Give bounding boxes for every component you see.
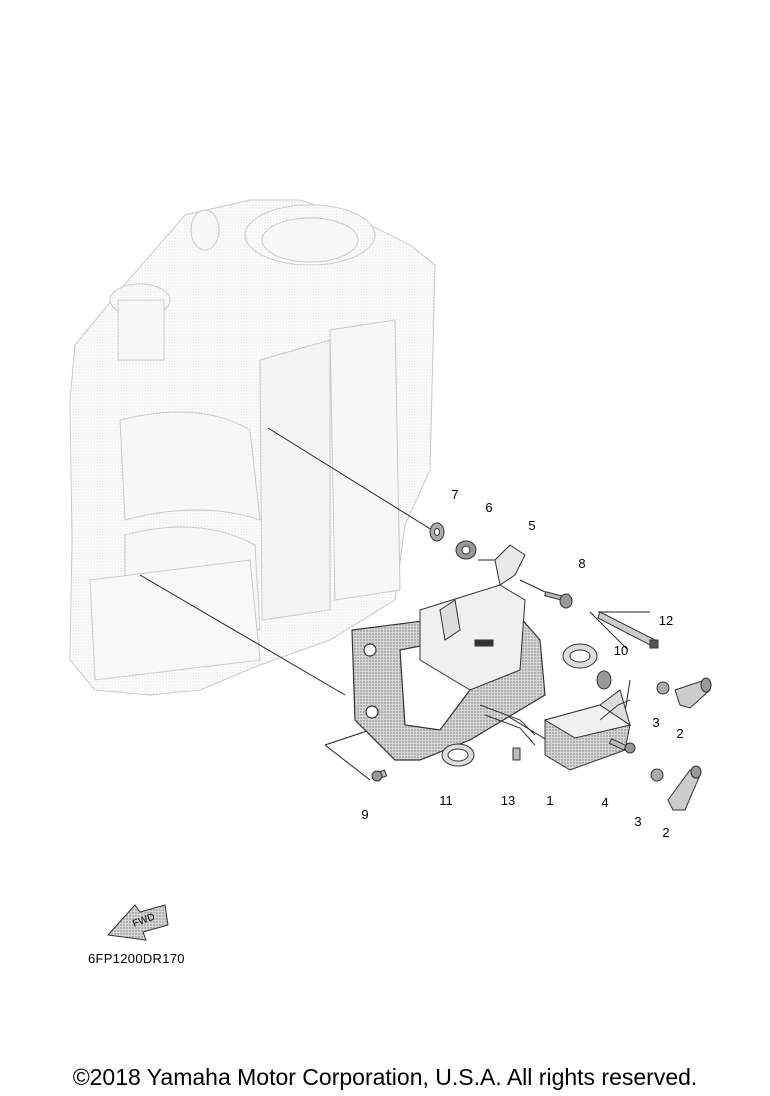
callout-3-lower: 3: [634, 814, 642, 829]
part-6-grommet: [455, 540, 477, 560]
part-2-cap-lower: [667, 765, 702, 811]
callout-8: 8: [578, 556, 586, 571]
callout-10: 10: [613, 643, 629, 658]
part-12-rod: [597, 611, 659, 649]
callout-3-upper: 3: [652, 715, 660, 730]
part-13-screw: [512, 747, 521, 761]
callout-12: 12: [658, 613, 674, 628]
callout-11: 11: [439, 793, 453, 808]
callout-7: 7: [451, 487, 459, 502]
diagram-code: 6FP1200DR170: [88, 951, 185, 966]
callout-5: 5: [528, 518, 536, 533]
wire-harness: [479, 699, 631, 746]
part-5-clamp: [494, 544, 526, 586]
part-8-bolt: [544, 591, 573, 609]
callout-6: 6: [485, 500, 493, 515]
part-11-band-clamp: [441, 743, 475, 767]
part-3-nut-upper: [656, 681, 670, 695]
part-2-cap-upper: [674, 677, 712, 709]
part-4-bolt: [608, 738, 636, 754]
engine-block-outline: [69, 199, 436, 696]
part-10-clip: [562, 643, 598, 669]
fwd-arrow-icon: FWD: [106, 904, 169, 941]
callout-9: 9: [361, 807, 369, 822]
copyright-notice: ©2018 Yamaha Motor Corporation, U.S.A. A…: [72, 1064, 698, 1090]
part-1-relay-block: [543, 670, 632, 771]
part-7-washer: [429, 522, 445, 542]
callout-1: 1: [546, 793, 554, 808]
callout-4: 4: [601, 795, 609, 810]
callout-13: 13: [500, 793, 516, 808]
part-9-bolt: [371, 769, 388, 782]
part-3-nut-lower: [650, 768, 664, 782]
callout-2-upper: 2: [676, 726, 684, 741]
callout-2-lower: 2: [662, 825, 670, 840]
